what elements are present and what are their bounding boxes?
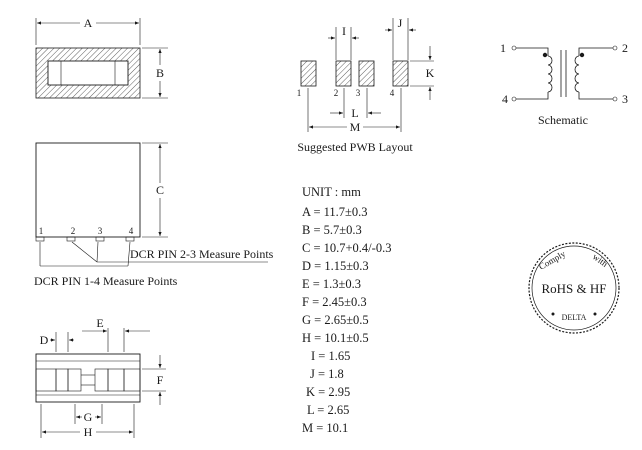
pwb-layout: 1 2 3 4 I J K L M Suggested PWB Layout [297, 16, 435, 154]
top-view: A B [35, 16, 168, 99]
side-pin-label-4: 4 [129, 226, 134, 236]
stamp-delta-text: DELTA [562, 313, 587, 322]
secondary-polarity-dot [579, 52, 585, 58]
schematic-pin-2: 2 [622, 41, 628, 55]
bottom-pad-2 [67, 368, 82, 392]
side-pin-label-1: 1 [39, 226, 44, 236]
dim-f-label: F [157, 373, 164, 387]
rohs-hf-stamp: Comply with RoHS & HF DELTA [528, 242, 620, 334]
dcr-pin-14-note: DCR PIN 1-4 Measure Points [34, 274, 178, 288]
primary-polarity-dot [542, 52, 548, 58]
schematic-pin-3: 3 [622, 92, 628, 106]
side-pin-2 [66, 236, 76, 242]
stamp-star-left [551, 312, 555, 316]
dim-h-label: H [84, 425, 93, 439]
side-pin-4 [125, 236, 135, 242]
spec-row-k: K = 2.95 [306, 385, 350, 399]
dim-e-label: E [96, 316, 103, 330]
dim-g-label: G [84, 410, 93, 424]
spec-row-g: G = 2.65±0.5 [302, 313, 369, 327]
dim-c-label: C [156, 183, 164, 197]
spec-row-b: B = 5.7±0.3 [302, 223, 362, 237]
side-view: 1 2 3 4 C DCR PIN 2-3 Measure Points DCR… [34, 142, 274, 288]
pwb-pad-3 [358, 60, 375, 87]
dim-i-label: I [342, 24, 346, 38]
spec-row-m: M = 10.1 [302, 421, 348, 435]
pwb-pad-1 [300, 60, 317, 87]
side-pin-1 [35, 236, 45, 242]
side-pin-3 [95, 236, 105, 242]
spec-row-d: D = 1.15±0.3 [302, 259, 369, 273]
pwb-pad-label-4: 4 [390, 88, 395, 98]
spec-row-a: A = 11.7±0.3 [302, 205, 368, 219]
spec-row-i: I = 1.65 [311, 349, 350, 363]
bottom-view: D E F G H [35, 316, 166, 439]
schematic-caption: Schematic [538, 113, 588, 127]
dim-a-label: A [84, 16, 93, 30]
dim-j-label: J [398, 16, 403, 30]
spec-row-c: C = 10.7+0.4/-0.3 [302, 241, 391, 255]
spec-row-e: E = 1.3±0.3 [302, 277, 361, 291]
spec-list: UNIT : mm A = 11.7±0.3 B = 5.7±0.3 C = 1… [302, 185, 391, 435]
stamp-with-text: with [591, 251, 610, 269]
spec-row-l: L = 2.65 [307, 403, 349, 417]
schematic: 1 2 4 3 Schematic [500, 41, 628, 127]
stamp-outer-ring [528, 242, 620, 334]
dcr-pin-23-note: DCR PIN 2-3 Measure Points [130, 247, 274, 261]
dim-l-label: L [351, 106, 358, 120]
spec-row-f: F = 2.45±0.3 [302, 295, 367, 309]
stamp-inner-ring [531, 245, 617, 331]
side-view-body [35, 142, 141, 238]
bottom-pad-4 [123, 368, 141, 392]
pwb-pad-4 [392, 60, 409, 87]
top-view-window [47, 60, 129, 86]
stamp-star-right [593, 312, 597, 316]
side-pin-label-3: 3 [98, 226, 103, 236]
pwb-pad-2 [335, 60, 352, 87]
schematic-pin-4: 4 [502, 92, 508, 106]
unit-label: UNIT : mm [302, 185, 361, 199]
pwb-pad-label-1: 1 [297, 88, 302, 98]
dim-d-label: D [40, 333, 49, 347]
stamp-main-text: RoHS & HF [541, 281, 606, 296]
dim-k-label: K [426, 66, 435, 80]
schematic-pin-1: 1 [500, 41, 506, 55]
pwb-pad-label-3: 3 [356, 88, 361, 98]
spec-row-j: J = 1.8 [310, 367, 344, 381]
pwb-caption: Suggested PWB Layout [297, 140, 413, 154]
spec-row-h: H = 10.1±0.5 [302, 331, 369, 345]
dim-b-label: B [156, 66, 164, 80]
dim-m-label: M [350, 120, 361, 134]
pwb-pad-label-2: 2 [334, 88, 339, 98]
side-pin-label-2: 2 [71, 226, 76, 236]
